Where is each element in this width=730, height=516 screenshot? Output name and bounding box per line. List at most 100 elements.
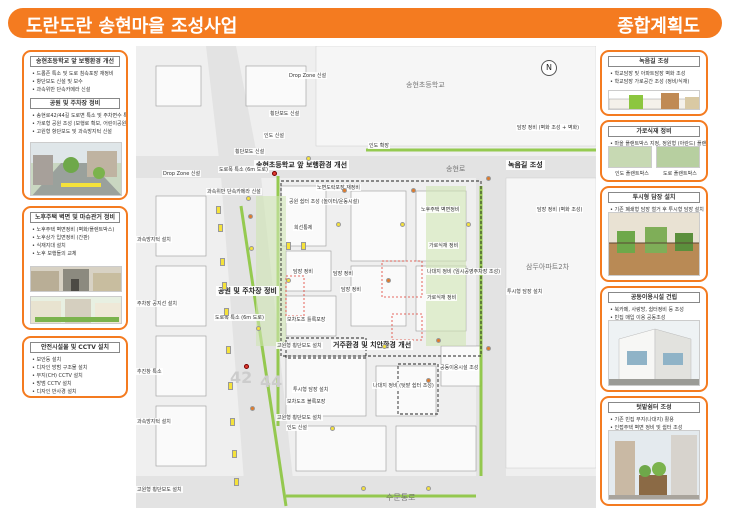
area-label-green-road: 녹음길 조성 [506,160,545,170]
crosswalk-marker [301,242,306,250]
compass-icon: N [541,60,557,76]
map-label: 고원형 횡단보도 설치 [276,414,323,421]
cctv-marker [248,214,253,219]
map-label: 공원 쉼터 조성 (놀이터/운동시설) [288,198,361,205]
list-item: 보안등 설치 [32,356,118,364]
list-item: 무지(CH) CCTV 설치 [32,372,118,380]
garden-rendering [608,430,700,500]
map-label: 나대지 정비 (임시공영주차장 조성) [426,268,502,275]
panel-title: 가로식재 정비 [608,126,700,137]
security-light-marker [330,426,335,431]
crosswalk-marker [220,258,225,266]
list-item: 기존 빈집 부지(나대지) 활용 [610,416,698,424]
planter-caption-sidewalk: 인도 플랜트박스 [615,171,649,177]
map-label: Drop Zone 신설 [162,170,202,177]
street-photo [30,142,122,196]
map-label: 고원형 횡단보도 설치 [136,486,183,493]
list-item: 기존 폐쇄형 담장 철거 후 투시형 담장 설치 [610,206,704,214]
map-label: 횡단보도 신설 [269,110,301,117]
panel-community-facility: 공동이용시설 건립 북카페, 사랑방, 쉼터정비 등 조성 빈집 매입 이용 공… [600,286,708,392]
panel-title: 노후주택 벽면 및 마슈관거 정비 [30,212,120,223]
cctv-marker [411,188,416,193]
camera-marker [244,364,249,369]
panel-green-road: 녹음길 조성 학교담장 및 아파트담장 벽화 조성 학교담장 가로공간 조성 (… [600,50,708,116]
planter-photo-sidewalk [608,146,652,168]
site-plan-map: N 송현초등학교 송현로 삼두아파트2차 수문통로 42 44 송현초등학교 앞… [136,46,596,508]
list-item: 노후 보행들의 교체 [32,250,118,258]
security-light-marker [249,246,254,251]
map-label: 주차장 공지선 설치 [136,300,178,307]
road-label-sumun-ro: 수문통로 [386,493,416,502]
map-label: 인도 신설 [263,132,285,139]
cctv-marker [486,346,491,351]
road-label-apartment: 삼두아파트2차 [526,263,570,271]
map-base [136,46,596,508]
security-light-marker [361,486,366,491]
list-item: 가로형 공원 조성 (보행로 확보, 어린이공원 개선) [32,120,126,128]
list-item: 송현로42/44길 도로변 특소 및 주차면수 특소 [32,112,126,120]
fence-photo-image [609,213,699,275]
crosswalk-marker [232,450,237,458]
cctv-marker [436,338,441,343]
crosswalk-marker [224,308,229,316]
crosswalk-marker [234,478,239,486]
security-light-marker [306,156,311,161]
map-label: 고원형 횡단보도 설치 [276,342,323,349]
page-title: 도란도란 송현마을 조성사업 [26,16,238,37]
list-item: 과속위반 단속카메라 신설 [32,86,118,94]
cctv-marker [426,378,431,383]
panel-title: 텃밭쉼터 조성 [608,402,700,413]
map-label: 나대지 정비 (텃밭 쉼터 조성) [372,382,435,389]
facility-rendering [608,320,700,386]
list-item: 디자인 방범 구조물 설치 [32,364,118,372]
map-label: Drop Zone 신설 [288,72,328,79]
cctv-marker [486,176,491,181]
list-item: 학교담장 및 아파트담장 벽화 조성 [610,70,698,78]
crosswalk-marker [228,382,233,390]
map-label: 도로폭 특소 (6m 도로) [214,314,265,321]
route-number-44: 44 [260,372,283,391]
map-label: 가로식재 정비 [428,242,460,249]
panel-title: 공원 및 주차장 정비 [30,98,120,109]
map-label: 가로식재 정비 [426,294,458,301]
map-label: 공동이용시설 조성 [439,364,480,371]
facade-photo [30,266,122,292]
list-item: 항단보도 신설 및 보수 [32,78,118,86]
header-bar: 도란도란 송현마을 조성사업 종합계획도 [8,8,722,38]
list-item: 드롭존 특소 및 도로 침속포장 재정비 [32,70,118,78]
fence-photo [608,212,700,276]
route-number-42: 42 [230,368,253,387]
map-label: 보차도조 블록포장 [286,398,327,405]
map-label: 추진창 특소 [136,368,163,375]
panel-school-walk: 송현초등학교 앞 보행환경 개선 드롭존 특소 및 도로 침속포장 재정비 항단… [22,50,128,200]
list-item: 학교담장 가로공간 조성 (정비/식재) [610,78,698,86]
map-label: 담장 정비 [292,268,314,275]
map-label: 도로폭 특소 (6m 도로) [218,166,269,173]
map-label: 인도 확장 [368,142,390,149]
crosswalk-marker [230,418,235,426]
map-label: 과속방지턱 설치 [136,236,172,243]
map-label: 과속방지턱 설치 [136,418,172,425]
road-label-school: 송현초등학교 [406,81,445,89]
map-label: 투시형 담장 설치 [506,288,544,295]
map-label: 보차도조 틀록포장 [286,316,327,323]
map-label: 노후주택 벽면정비 [420,206,461,213]
crosswalk-marker [216,206,221,214]
security-light-marker [246,196,251,201]
security-light-marker [382,344,387,349]
wall-elevation-drawing [608,90,700,110]
street-photo-image [31,143,121,195]
list-item: 디자인 반사경 설치 [32,388,118,396]
area-label-school-front: 송현초등학교 앞 보행환경 개선 [254,160,350,170]
panel-garden-rest: 텃밭쉼터 조성 기존 빈집 부지(나대지) 활용 인접주택 벽면 정비 및 쉼터… [600,396,708,506]
panel-title: 안전시설물 및 CCTV 설치 [30,342,120,353]
area-label-park-parking: 공원 및 주차장 정비 [216,286,279,296]
facade-photo-after [30,296,122,324]
panel-title: 공동이용시설 건립 [608,292,700,303]
road-label-songhyeon-ro: 송현로 [446,165,466,173]
map-label: 담장 정비 (벽화 조성) [536,206,584,213]
facade-photo-image [31,269,121,291]
planter-photo-road [656,146,700,168]
garden-rendering-image [609,435,699,499]
map-label: 희선통제 [293,224,314,231]
